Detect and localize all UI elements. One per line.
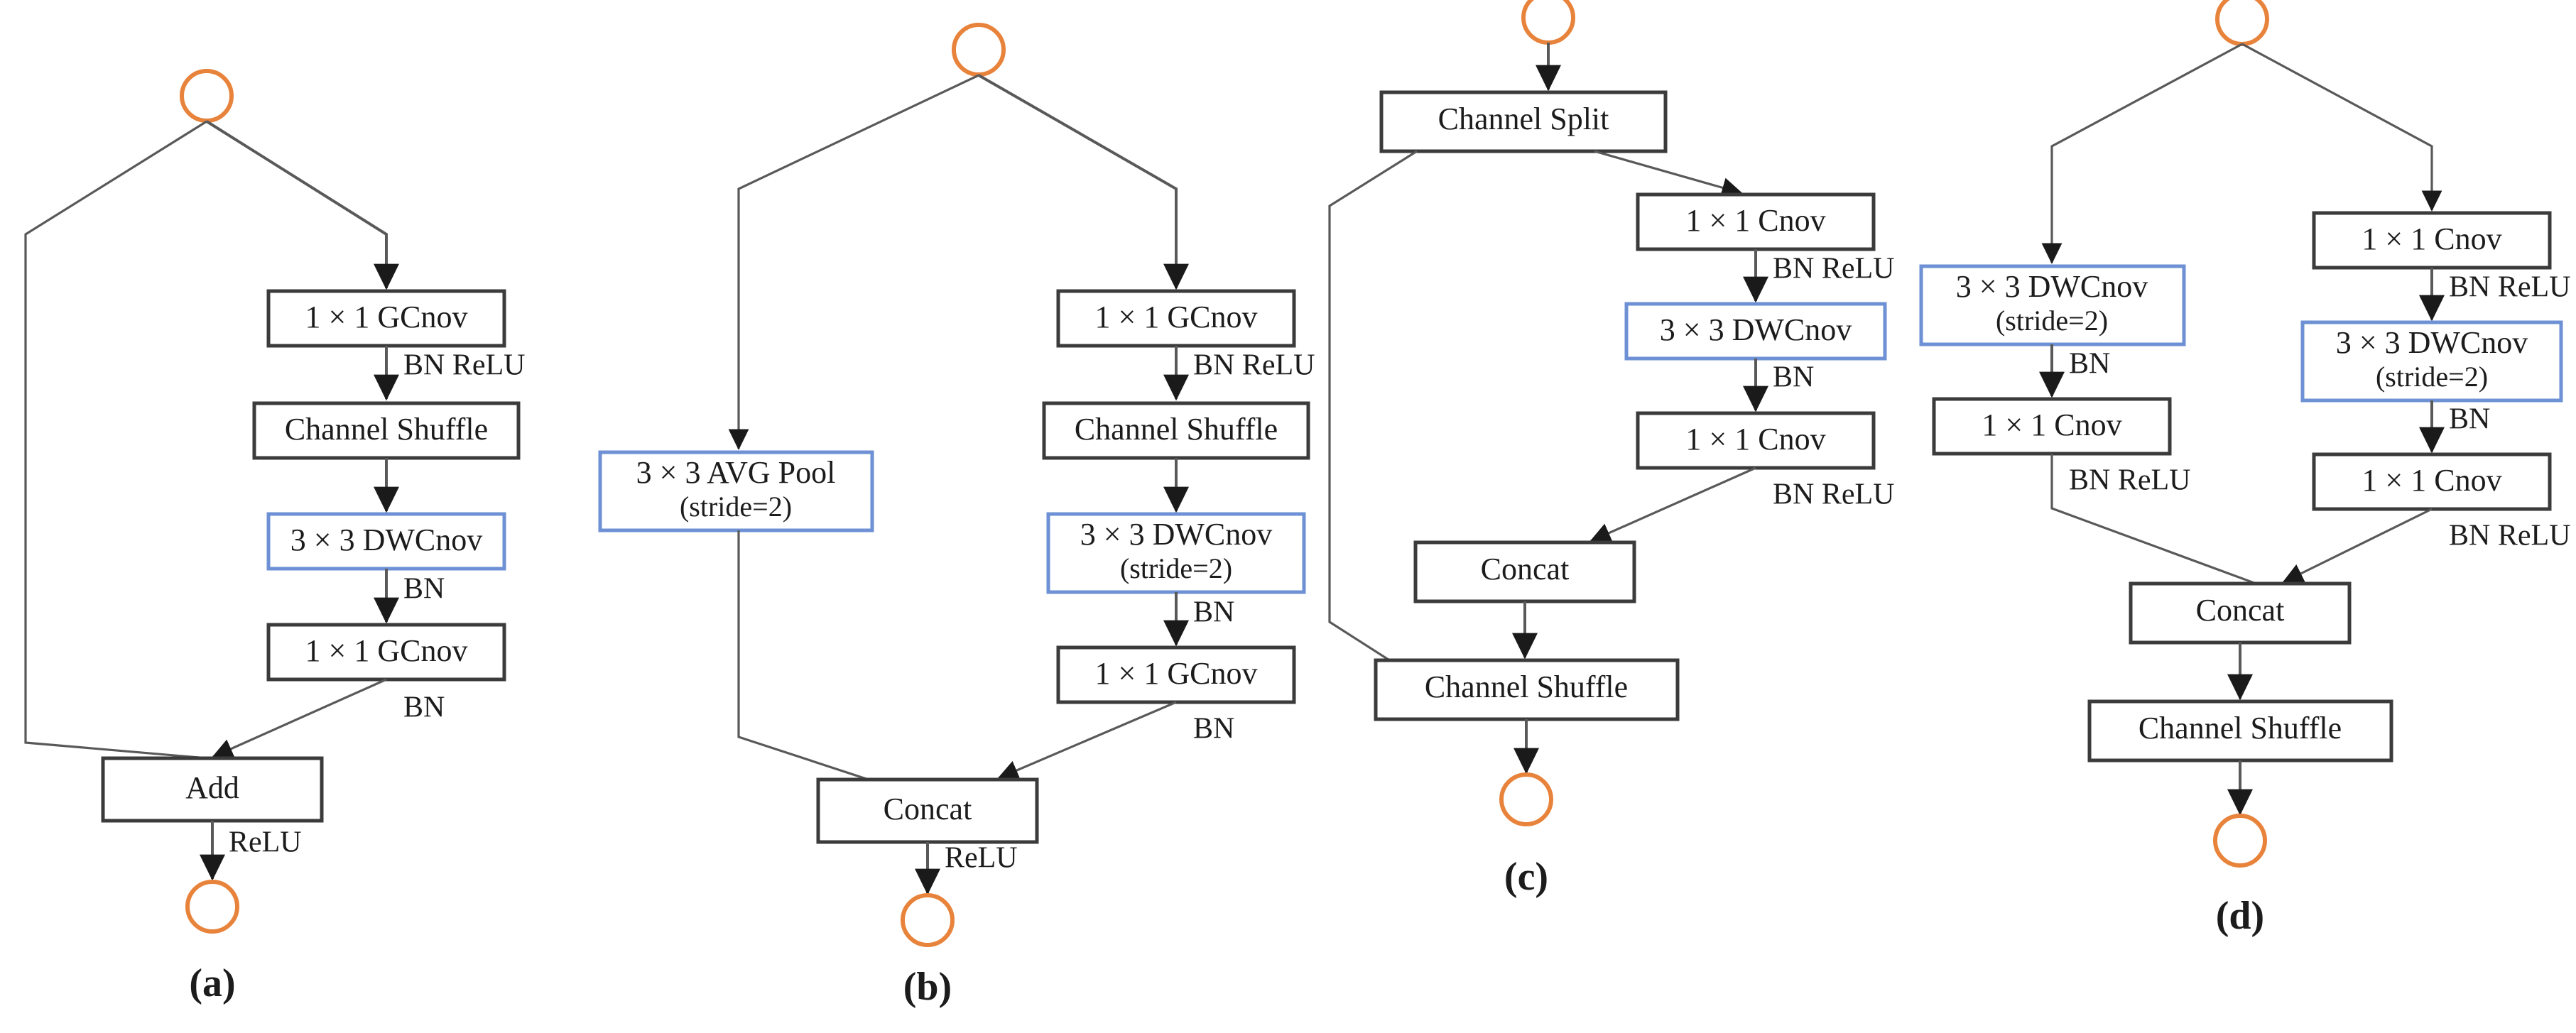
node-b-channel-shuffle-label: Channel Shuffle	[1075, 412, 1278, 447]
edge-label-b-bn-2: BN	[1193, 713, 1234, 745]
node-b-channel-shuffle[interactable]	[1042, 401, 1310, 460]
node-c-channel-split[interactable]	[1379, 90, 1668, 153]
input-circle	[2215, 0, 2269, 46]
edge-label-c-bn: BN	[1773, 361, 1814, 394]
edge-c-3-concat	[1589, 466, 1756, 542]
panel-d-caption: (d)	[2216, 894, 2264, 938]
panel-c: Channel Split 1 × 1 Cnov BN ReLU 3 × 3 D…	[1328, 0, 1895, 899]
node-b-concat[interactable]	[816, 777, 1039, 844]
node-c-cnov-1[interactable]	[1636, 192, 1876, 251]
edge-label-a-bn-1: BN	[403, 573, 445, 606]
edge-label-d-right-bn-relu-2: BN ReLU	[2449, 520, 2571, 552]
node-d-left-dwcnov-label-line1: 3 × 3 DWCnov	[1956, 269, 2148, 304]
edge-label-b-relu: ReLU	[945, 842, 1018, 875]
edge-label-c-bn-relu-2: BN ReLU	[1773, 479, 1895, 511]
node-c-concat-label: Concat	[1481, 552, 1570, 586]
input-circle	[1521, 0, 1575, 45]
node-a-gcnov-1-label: 1 × 1 GCnov	[305, 300, 468, 334]
node-c-channel-split-label: Channel Split	[1438, 102, 1609, 136]
edge-c-skip	[1328, 150, 1418, 679]
node-c-channel-shuffle[interactable]	[1374, 658, 1680, 721]
edge-label-b-bn-relu: BN ReLU	[1193, 349, 1315, 382]
edge-a-4-add	[212, 678, 387, 758]
panel-d: 3 × 3 DWCnov (stride=2) BN 1 × 1 Cnov BN…	[1919, 0, 2571, 938]
panel-b-caption: (b)	[903, 965, 952, 1009]
output-circle	[1499, 772, 1553, 826]
node-b-concat-label: Concat	[884, 792, 972, 826]
input-circle	[952, 23, 1006, 77]
edge-d-input-left	[2041, 43, 2243, 264]
panel-a: 1 × 1 GCnov BN ReLU Channel Shuffle 3 × …	[24, 69, 526, 1005]
node-c-dwcnov-label: 3 × 3 DWCnov	[1660, 312, 1852, 347]
node-d-left-cnov-label: 1 × 1 Cnov	[1982, 408, 2121, 442]
node-d-concat-label: Concat	[2196, 593, 2285, 628]
node-d-right-dwcnov-label-line1: 3 × 3 DWCnov	[2336, 325, 2528, 360]
edge-b-input-to-gcnov1	[978, 74, 1189, 290]
node-d-right-cnov-1-label: 1 × 1 Cnov	[2362, 222, 2501, 256]
node-a-gcnov-2-label: 1 × 1 GCnov	[305, 633, 468, 668]
edge-label-a-bn-relu: BN ReLU	[403, 349, 526, 382]
node-b-gcnov-1-label: 1 × 1 GCnov	[1095, 300, 1258, 334]
edge-d-input-right	[2241, 43, 2442, 212]
node-d-channel-shuffle[interactable]	[2087, 699, 2393, 763]
node-a-add-label: Add	[185, 770, 239, 805]
edge-c-split-to-cnov1	[1594, 150, 1743, 198]
node-c-channel-shuffle-label: Channel Shuffle	[1425, 669, 1628, 704]
node-c-concat[interactable]	[1413, 540, 1636, 603]
edge-label-c-bn-relu: BN ReLU	[1773, 253, 1895, 285]
node-a-dwcnov-label: 3 × 3 DWCnov	[290, 523, 482, 557]
node-c-cnov-1-label: 1 × 1 Cnov	[1685, 203, 1825, 238]
node-d-right-cnov-2-label: 1 × 1 Cnov	[2362, 463, 2501, 498]
edge-d-right-to-concat	[2282, 508, 2433, 584]
node-b-dwcnov-label-line1: 3 × 3 DWCnov	[1080, 517, 1272, 552]
panel-b: 3 × 3 AVG Pool (stride=2) 1 × 1 GCnov BN…	[598, 23, 1315, 1009]
node-d-right-cnov-1[interactable]	[2312, 211, 2552, 270]
node-b-gcnov-2-label: 1 × 1 GCnov	[1095, 656, 1258, 691]
edge-label-b-bn-1: BN	[1193, 596, 1234, 629]
output-circle	[2213, 814, 2267, 868]
output-circle	[901, 893, 955, 947]
node-d-left-dwcnov-label-line2: (stride=2)	[1996, 305, 2108, 337]
node-b-dwcnov-label-line2: (stride=2)	[1120, 552, 1232, 584]
edge-d-left-to-concat	[2050, 454, 2261, 586]
node-d-channel-shuffle-label: Channel Shuffle	[2138, 711, 2342, 745]
edge-input-to-gcnov1	[205, 120, 399, 290]
node-a-dwcnov[interactable]	[266, 512, 506, 571]
node-c-cnov-2[interactable]	[1636, 411, 1876, 470]
edge-b-input-to-avgpool	[728, 74, 979, 450]
node-b-avg-pool-label-line1: 3 × 3 AVG Pool	[636, 455, 836, 490]
node-d-right-dwcnov-label-line2: (stride=2)	[2376, 361, 2488, 393]
input-circle	[180, 69, 234, 123]
output-circle	[185, 880, 239, 934]
edge-label-d-left-bn-relu: BN ReLU	[2069, 464, 2191, 497]
panel-a-caption: (a)	[189, 961, 235, 1005]
edge-label-a-bn-2: BN	[403, 692, 445, 724]
edge-b-avgpool-to-concat	[737, 530, 917, 797]
node-b-gcnov-1[interactable]	[1056, 289, 1296, 348]
node-b-avg-pool[interactable]	[598, 450, 874, 532]
node-d-right-dwcnov[interactable]	[2300, 320, 2563, 403]
edge-label-d-left-bn: BN	[2069, 348, 2110, 381]
node-b-avg-pool-label-line2: (stride=2)	[680, 491, 792, 523]
edge-label-d-right-bn: BN	[2449, 403, 2490, 436]
node-d-left-dwcnov[interactable]	[1919, 264, 2186, 346]
edge-label-d-right-bn-relu-1: BN ReLU	[2449, 271, 2571, 304]
node-c-dwcnov[interactable]	[1624, 302, 1887, 361]
node-a-channel-shuffle[interactable]	[252, 401, 521, 460]
skip-connection-edge	[24, 120, 208, 760]
edge-b-4-concat	[997, 701, 1177, 780]
node-c-cnov-2-label: 1 × 1 Cnov	[1685, 422, 1825, 457]
node-a-channel-shuffle-label: Channel Shuffle	[285, 412, 488, 447]
panel-c-caption: (c)	[1504, 855, 1548, 899]
edge-label-a-relu: ReLU	[229, 826, 302, 859]
node-d-concat[interactable]	[2129, 581, 2352, 645]
node-b-gcnov-2[interactable]	[1056, 645, 1296, 704]
